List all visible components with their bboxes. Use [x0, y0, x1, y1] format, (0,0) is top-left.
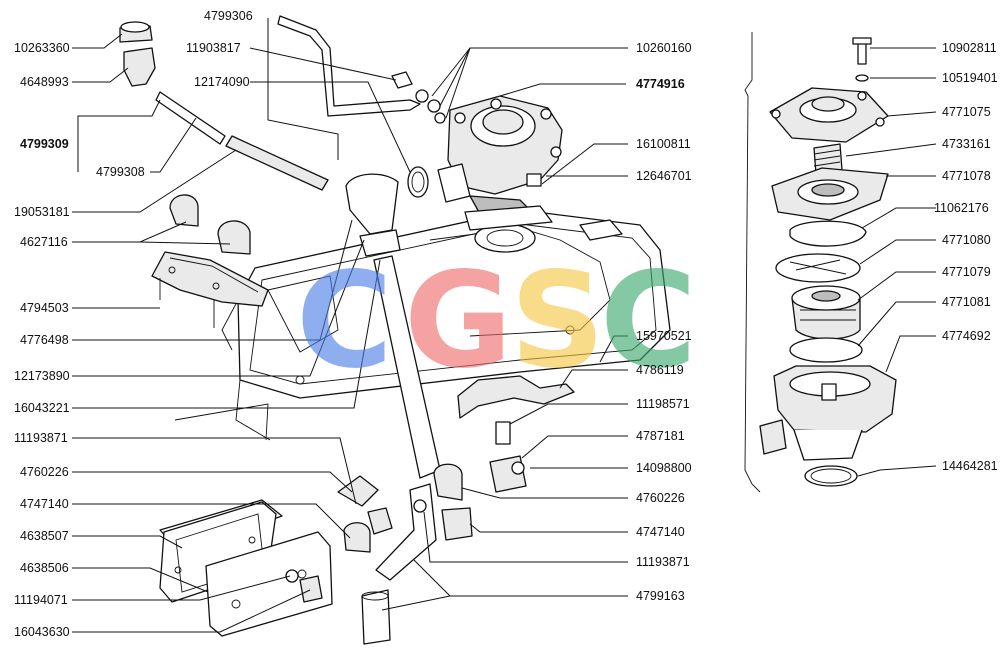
- watermark-letter-2: G: [404, 244, 512, 398]
- part-label: 4776498: [20, 333, 69, 347]
- labels-top: 4799306 11903817 12174090: [186, 9, 253, 89]
- part-label: 4747140: [636, 525, 685, 539]
- part-label: 16043221: [14, 401, 70, 415]
- part-label: 4747140: [20, 497, 69, 511]
- part-label: 14464281: [942, 459, 998, 473]
- part-label: 4786119: [636, 363, 684, 377]
- part-label: 10260160: [636, 41, 692, 55]
- part-label: 11194071: [14, 593, 68, 607]
- main-downpipe: [345, 173, 441, 645]
- part-label: 4760226: [20, 465, 69, 479]
- watermark: C G S C: [296, 244, 697, 398]
- mid-brackets: [413, 375, 575, 541]
- leader-lines: [72, 18, 937, 633]
- part-label: 12174090: [194, 75, 250, 89]
- part-label: 11198571: [636, 397, 690, 411]
- valve-cover: [174, 209, 671, 441]
- watermark-letter-1: C: [296, 244, 393, 398]
- labels-middle: 10260160 4774916 16100811 12646701 15970…: [636, 41, 692, 603]
- part-label: 4638507: [20, 529, 69, 543]
- cover-plate-gasket: [159, 499, 333, 637]
- part-label: 4774692: [942, 329, 991, 343]
- part-label: 16100811: [636, 137, 691, 151]
- watermark-letter-4: C: [600, 244, 697, 398]
- part-label: 4627116: [20, 235, 68, 249]
- watermark-letter-3: S: [510, 244, 605, 398]
- part-label: 10902811: [942, 41, 997, 55]
- part-label: 11193871: [14, 431, 68, 445]
- left-hose-assembly: [119, 21, 329, 191]
- part-label: 12646701: [636, 169, 692, 183]
- part-label: 4771078: [942, 169, 991, 183]
- part-label: 4638506: [20, 561, 69, 575]
- part-label: 4771081: [942, 295, 991, 309]
- part-label: 10519401: [942, 71, 998, 85]
- part-label: 4799308: [96, 165, 145, 179]
- part-label: 10263360: [14, 41, 70, 55]
- part-label: 4733161: [942, 137, 991, 151]
- part-label: 4799306: [204, 9, 253, 23]
- part-label: 4787181: [636, 429, 685, 443]
- part-label: 16043630: [14, 625, 70, 639]
- breather-housing: [407, 95, 563, 231]
- part-label: 11062176: [934, 201, 989, 215]
- lower-clips: [337, 475, 393, 553]
- part-label: 11193871: [636, 555, 690, 569]
- part-label: 4760226: [636, 491, 685, 505]
- part-label: 19053181: [14, 205, 70, 219]
- part-label: 4648993: [20, 75, 69, 89]
- filter-stack: [744, 32, 897, 493]
- part-label: 11903817: [186, 41, 241, 55]
- part-label: 14098800: [636, 461, 692, 475]
- part-label: 15970521: [636, 329, 692, 343]
- part-label: 4794503: [20, 301, 69, 315]
- part-label: 4771080: [942, 233, 991, 247]
- hose-clamps: [169, 194, 251, 255]
- part-label: 4771075: [942, 105, 991, 119]
- labels-right: 10902811 10519401 4771075 4733161 477107…: [934, 41, 998, 473]
- bracket-plate: [151, 251, 269, 328]
- upper-breather-pipe: [277, 15, 446, 124]
- part-label: 4774916: [636, 77, 685, 91]
- part-label: 12173890: [14, 369, 70, 383]
- part-label: 4799163: [636, 589, 685, 603]
- part-label: 4771079: [942, 265, 991, 279]
- labels-left: 10263360 4648993 4799309 4799308 1905318…: [14, 41, 145, 639]
- part-label: 4799309: [20, 137, 69, 151]
